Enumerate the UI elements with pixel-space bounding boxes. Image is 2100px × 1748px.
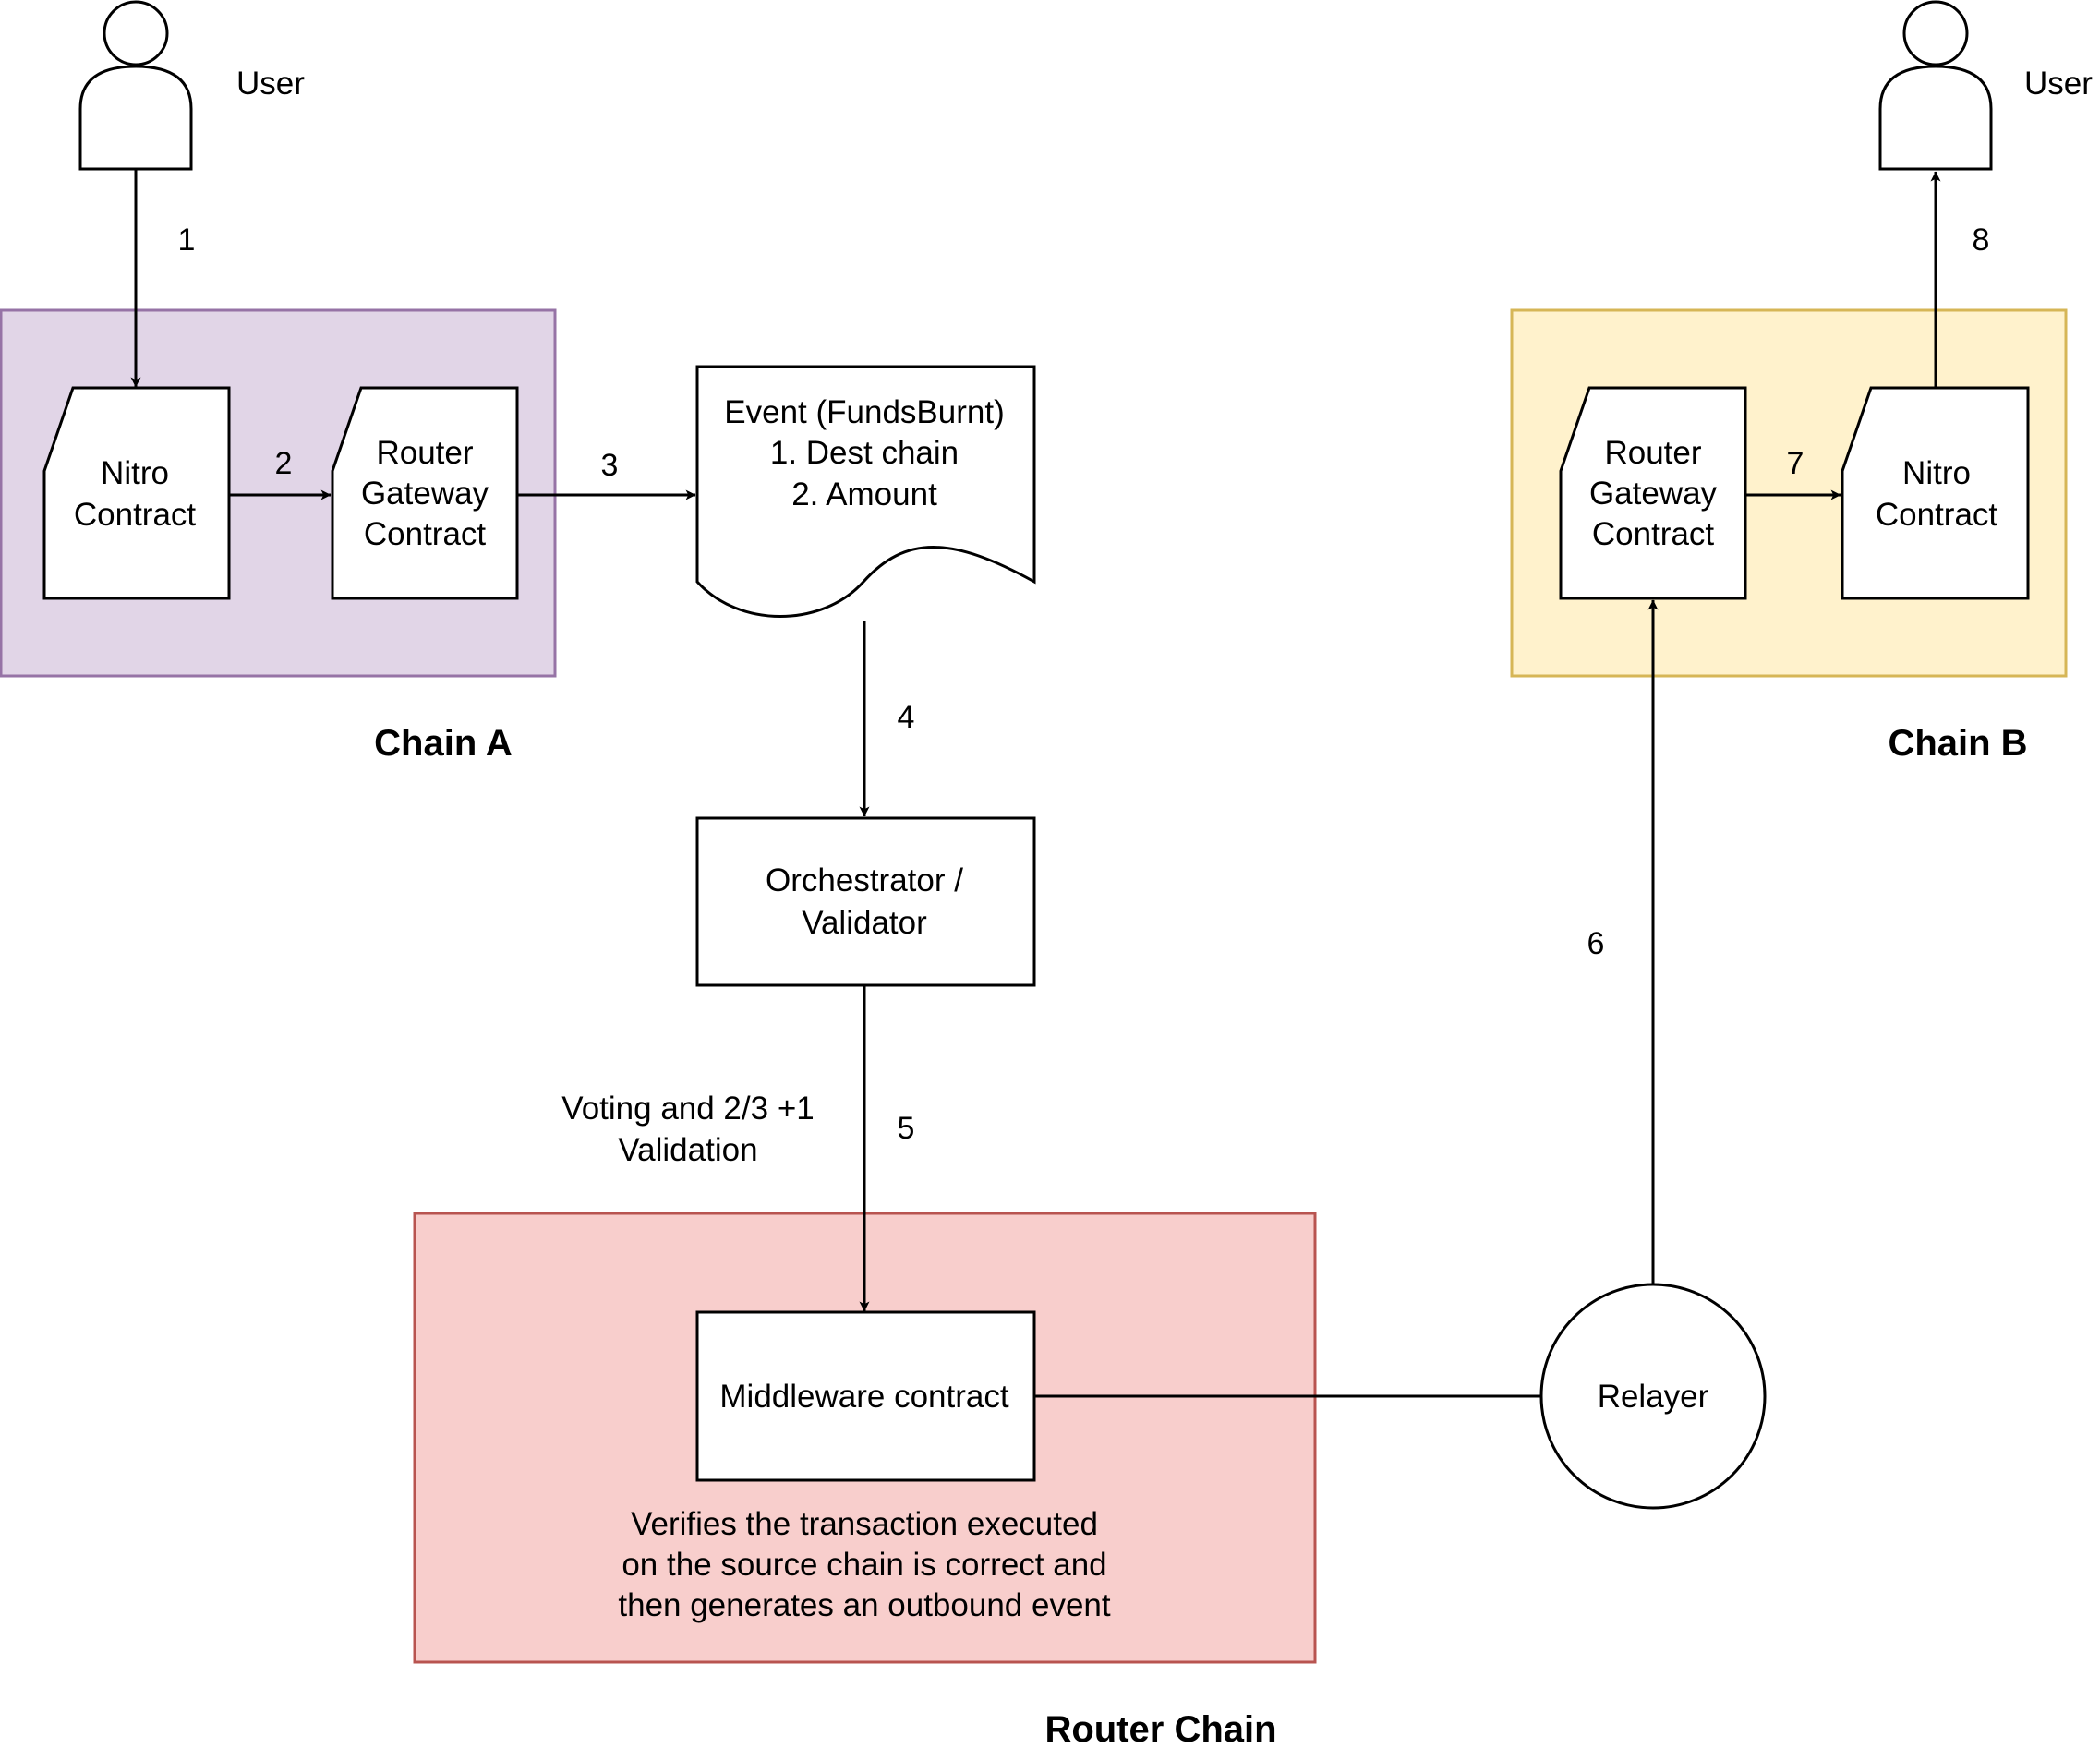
chain-b-title: Chain B xyxy=(1888,723,2027,764)
chain-a-nitro-contract: Nitro Contract xyxy=(42,386,231,600)
middleware-contract-box: Middleware contract xyxy=(695,1310,1036,1482)
chain-b-gateway-line-2: Gateway xyxy=(1589,476,1718,512)
middleware-description-line-2: on the source chain is correct and xyxy=(622,1547,1106,1583)
chain-b-gateway-contract: Router Gateway Contract xyxy=(1559,386,1747,600)
voting-note-line-2: Validation xyxy=(618,1132,757,1168)
step-label-8: 8 xyxy=(1973,223,1990,258)
chain-b-gateway-line-1: Router xyxy=(1604,435,1701,471)
chain-b-nitro-line-1: Nitro xyxy=(1902,455,1971,491)
step-label-6: 6 xyxy=(1587,926,1605,961)
user-left-label: User xyxy=(236,66,305,102)
step-label-4: 4 xyxy=(898,700,915,735)
user-left-icon xyxy=(78,0,193,171)
chain-a-gateway-line-3: Contract xyxy=(364,516,487,552)
chain-b-nitro-line-2: Contract xyxy=(1876,497,1998,533)
chain-a-nitro-line-2: Contract xyxy=(74,497,197,533)
chain-a-gateway-contract: Router Gateway Contract xyxy=(331,386,519,600)
event-title: Event (FundsBurnt) xyxy=(724,394,1004,430)
step-label-5: 5 xyxy=(898,1111,915,1146)
middleware-label: Middleware contract xyxy=(719,1379,1008,1415)
chain-a-gateway-line-1: Router xyxy=(376,435,473,471)
orchestrator-line-1: Orchestrator / xyxy=(766,862,963,898)
voting-note-line-1: Voting and 2/3 +1 xyxy=(561,1091,814,1127)
chain-a-title: Chain A xyxy=(374,723,513,764)
router-chain-title: Router Chain xyxy=(1044,1709,1276,1748)
chain-a-nitro-line-1: Nitro xyxy=(101,455,169,491)
user-right-icon xyxy=(1878,0,1993,171)
orchestrator-validator-box: Orchestrator / Validator xyxy=(695,816,1036,987)
relayer-label: Relayer xyxy=(1598,1379,1709,1415)
chain-b-gateway-line-3: Contract xyxy=(1592,516,1715,552)
relayer-node: Relayer xyxy=(1539,1283,1767,1510)
step-label-1: 1 xyxy=(178,223,196,258)
user-right-label: User xyxy=(2024,66,2093,102)
step-label-2: 2 xyxy=(275,446,293,481)
chain-a-gateway-line-2: Gateway xyxy=(361,476,489,512)
event-field-1: 1. Dest chain xyxy=(770,435,959,471)
chain-b-nitro-contract: Nitro Contract xyxy=(1841,386,2030,600)
event-field-2: 2. Amount xyxy=(791,476,937,512)
middleware-description-line-1: Verifies the transaction executed xyxy=(631,1506,1098,1542)
middleware-description-line-3: then generates an outbound event xyxy=(618,1587,1110,1623)
step-label-3: 3 xyxy=(601,448,619,483)
step-label-7: 7 xyxy=(1787,446,1804,481)
event-document: Event (FundsBurnt) 1. Dest chain 2. Amou… xyxy=(695,365,1036,618)
orchestrator-line-2: Validator xyxy=(802,905,927,941)
